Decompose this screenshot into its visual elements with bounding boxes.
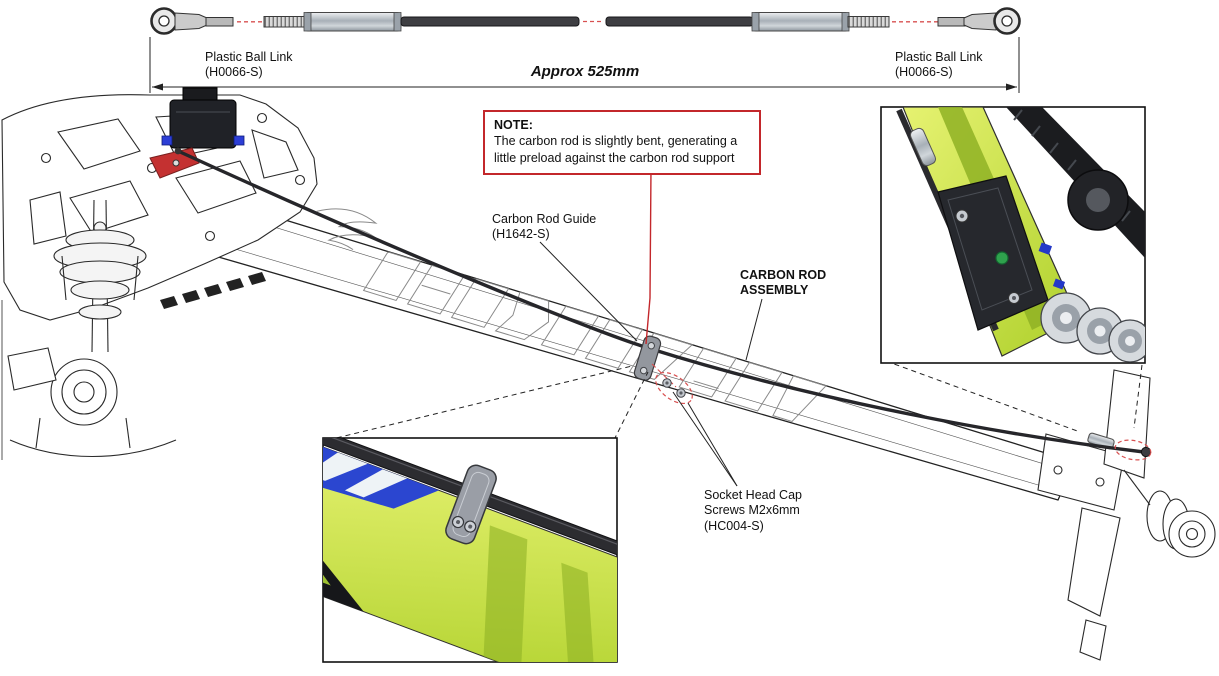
blue-decal: [323, 438, 439, 509]
ball-link-right-label: Plastic Ball Link (H0066-S): [895, 50, 983, 81]
carbon-rod-segment-left: [400, 16, 580, 27]
note-box: NOTE: The carbon rod is slightly bent, g…: [483, 110, 761, 175]
callout-leader-lines: [539, 167, 763, 487]
black-decal: [323, 482, 364, 612]
dimension-label: Approx 525mm: [530, 63, 640, 80]
threaded-end-left: [263, 16, 306, 28]
coupler-right: [751, 12, 850, 32]
frame-vents: [160, 272, 266, 309]
ball-link-left-part: (H0066-S): [205, 65, 263, 80]
socket-screws-line1: Socket Head Cap: [704, 488, 802, 502]
blue-grommet-left: [161, 135, 173, 146]
carbon-rod-guide-name: Carbon Rod Guide: [492, 212, 597, 226]
rotor-head-drawing: [53, 199, 147, 353]
carbon-rod-guide-drawing: [633, 335, 662, 381]
tail-boom-drawing: [131, 177, 1076, 501]
ball-link-right-drawing: [937, 7, 1021, 35]
socket-screws-label: Socket Head Cap Screws M2x6mm (HC004-S): [704, 488, 802, 534]
inset-detail-guide: [322, 437, 618, 663]
socket-screws-line2: Screws M2x6mm: [704, 503, 800, 518]
ball-link-left-name: Plastic Ball Link: [205, 50, 293, 64]
ball-link-left-label: Plastic Ball Link (H0066-S): [205, 50, 293, 81]
green-screw: [995, 251, 1009, 265]
blue-grommet-right: [233, 135, 245, 146]
dimension-line: [149, 37, 1020, 93]
coupler-left: [303, 12, 402, 32]
socket-screws-line3: (HC004-S): [704, 518, 764, 533]
carbon-rod-segment-right: [605, 16, 754, 27]
motor-gear-drawing: [1, 300, 177, 460]
ball-link-left-drawing: [150, 7, 234, 35]
carbon-rod-guide-label: Carbon Rod Guide (H1642-S): [492, 212, 596, 243]
ball-link-right-part: (H0066-S): [895, 65, 953, 80]
carbon-rod-inset-guide: [323, 438, 617, 589]
inset-connector-lines: [327, 360, 1143, 441]
bearings: [1040, 292, 1145, 363]
ball-link-right-name: Plastic Ball Link: [895, 50, 983, 64]
threaded-end-right: [847, 16, 890, 28]
carbon-rod-guide-part: (H1642-S): [492, 227, 550, 242]
note-body: The carbon rod is slightly bent, generat…: [494, 134, 738, 165]
rod-assembly-top-view: [150, 7, 1021, 35]
carbon-rod-assembly-label: CARBON ROD ASSEMBLY: [740, 268, 827, 298]
note-title: NOTE:: [494, 118, 533, 132]
inset-detail-tail: [880, 106, 1146, 364]
tail-assembly-drawing: [1037, 369, 1216, 661]
